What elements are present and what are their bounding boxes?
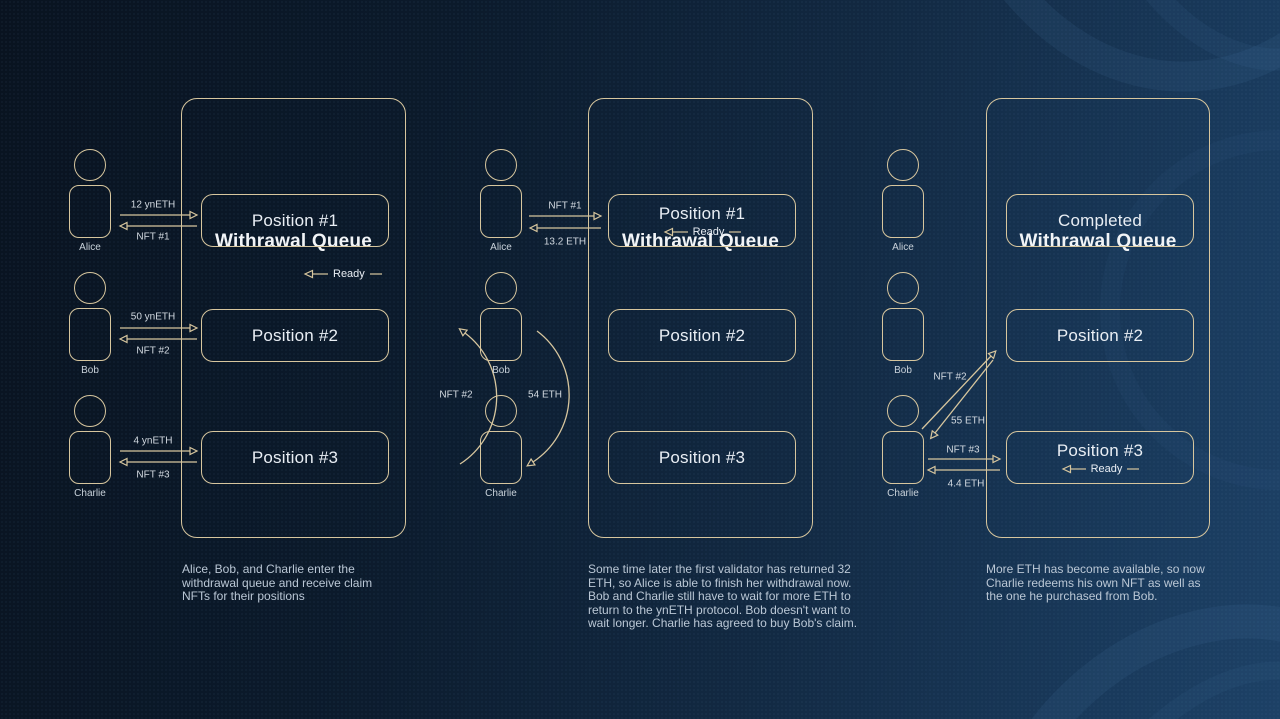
- arrow-label-c-recv: NFT #3: [136, 469, 170, 481]
- queue-slot-2: Position #2: [608, 309, 796, 362]
- actor-name-label: Charlie: [887, 488, 919, 499]
- ready-indicator: Ready: [303, 268, 382, 280]
- arrow-label-a-recv: 13.2 ETH: [543, 236, 587, 248]
- queue-slot-2: Position #2: [201, 309, 389, 362]
- queue-slot-3: Position #3 Ready: [1006, 431, 1194, 484]
- queue-slot-3: Position #3: [201, 431, 389, 484]
- swap-arc-right: [526, 330, 570, 467]
- actor-name-label: Charlie: [485, 488, 517, 499]
- ready-indicator: Ready: [1061, 463, 1140, 475]
- arrow-label-a-recv: NFT #1: [136, 231, 170, 243]
- person-body-icon: [480, 431, 522, 484]
- left-arrow-icon: [663, 227, 688, 236]
- slot-label: Completed: [1057, 210, 1142, 230]
- arrow-charlie-nft2-3: [921, 349, 997, 430]
- actor-alice-2: Alice: [456, 149, 546, 253]
- actor-charlie-2: Charlie: [456, 395, 546, 499]
- left-arrow-icon: [1061, 464, 1086, 473]
- arrow-label-swap-left: NFT #2: [439, 389, 473, 401]
- actor-name-label: Alice: [79, 242, 101, 253]
- arrow-label-c-send: 4 ynETH: [133, 435, 173, 447]
- background-swirls: [1004, 0, 1280, 719]
- person-head-icon: [887, 149, 919, 181]
- actor-charlie-3: Charlie: [858, 395, 948, 499]
- dash-icon: [1127, 467, 1140, 470]
- actor-bob-1: Bob: [45, 272, 135, 376]
- ready-label: Ready: [333, 268, 365, 280]
- person-body-icon: [69, 185, 111, 238]
- queue-panel-3: Withrawal Queue Completed Position #2 Po…: [986, 98, 1210, 538]
- ready-label: Ready: [692, 225, 725, 238]
- person-head-icon: [74, 272, 106, 304]
- slot-label: Position #2: [251, 325, 339, 345]
- actor-alice-1: Alice: [45, 149, 135, 253]
- actor-name-label: Charlie: [74, 488, 106, 499]
- arrow-label-eth44: 4.4 ETH: [947, 478, 985, 490]
- slot-label: Position #3: [1056, 440, 1144, 460]
- person-head-icon: [74, 149, 106, 181]
- caption-step-3: More ETH has become available, so now Ch…: [986, 562, 1205, 604]
- arrow-label-b-recv: NFT #2: [136, 345, 170, 357]
- ready-indicator: Ready: [663, 226, 742, 238]
- arrow-label-swap-right: 54 ETH: [528, 389, 562, 401]
- person-head-icon: [74, 395, 106, 427]
- person-body-icon: [480, 308, 522, 361]
- arrow-charlie-eth55-3: [929, 359, 994, 440]
- person-head-icon: [485, 395, 517, 427]
- arrow-label-nft2: NFT #2: [933, 371, 967, 383]
- person-body-icon: [882, 185, 924, 238]
- person-head-icon: [485, 272, 517, 304]
- actor-name-label: Alice: [490, 242, 512, 253]
- queue-panel-1: Withrawal Queue Ready Position #1 Positi…: [181, 98, 406, 538]
- caption-step-1: Alice, Bob, and Charlie enter the withdr…: [182, 562, 373, 604]
- queue-slot-3: Position #3: [608, 431, 796, 484]
- slot-label: Position #3: [251, 447, 339, 467]
- dash-icon: [729, 230, 742, 233]
- person-head-icon: [887, 395, 919, 427]
- arrow-label-a-send: 12 ynETH: [130, 199, 176, 211]
- queue-slot-1: Position #1 Ready: [608, 194, 796, 247]
- actor-bob-2: Bob: [456, 272, 546, 376]
- slot-label: Position #1: [658, 203, 746, 223]
- arrow-label-eth55: 55 ETH: [951, 415, 985, 427]
- person-body-icon: [882, 431, 924, 484]
- actor-name-label: Bob: [894, 365, 912, 376]
- actor-bob-3: Bob: [858, 272, 948, 376]
- actor-name-label: Alice: [892, 242, 914, 253]
- person-body-icon: [69, 308, 111, 361]
- person-body-icon: [69, 431, 111, 484]
- actor-alice-3: Alice: [858, 149, 948, 253]
- left-arrow-icon: [303, 269, 328, 279]
- arrow-label-a-send: NFT #1: [548, 200, 582, 212]
- person-body-icon: [480, 185, 522, 238]
- slot-label: Position #1: [251, 210, 339, 230]
- actor-charlie-1: Charlie: [45, 395, 135, 499]
- arrow-label-nft3: NFT #3: [946, 444, 980, 456]
- dash-icon: [369, 273, 382, 275]
- slot-label: Position #2: [658, 325, 746, 345]
- slot-label: Position #3: [658, 447, 746, 467]
- ready-label: Ready: [1090, 462, 1123, 475]
- person-head-icon: [485, 149, 517, 181]
- queue-slot-1: Completed: [1006, 194, 1194, 247]
- queue-slot-2: Position #2: [1006, 309, 1194, 362]
- person-body-icon: [882, 308, 924, 361]
- queue-slot-1: Position #1: [201, 194, 389, 247]
- person-head-icon: [887, 272, 919, 304]
- queue-panel-2: Withrawal Queue Position #1 Ready Positi…: [588, 98, 813, 538]
- arrow-label-b-send: 50 ynETH: [130, 311, 176, 323]
- caption-step-2: Some time later the first validator has …: [588, 562, 858, 631]
- actor-name-label: Bob: [81, 365, 99, 376]
- slot-label: Position #2: [1056, 325, 1144, 345]
- actor-name-label: Bob: [492, 365, 510, 376]
